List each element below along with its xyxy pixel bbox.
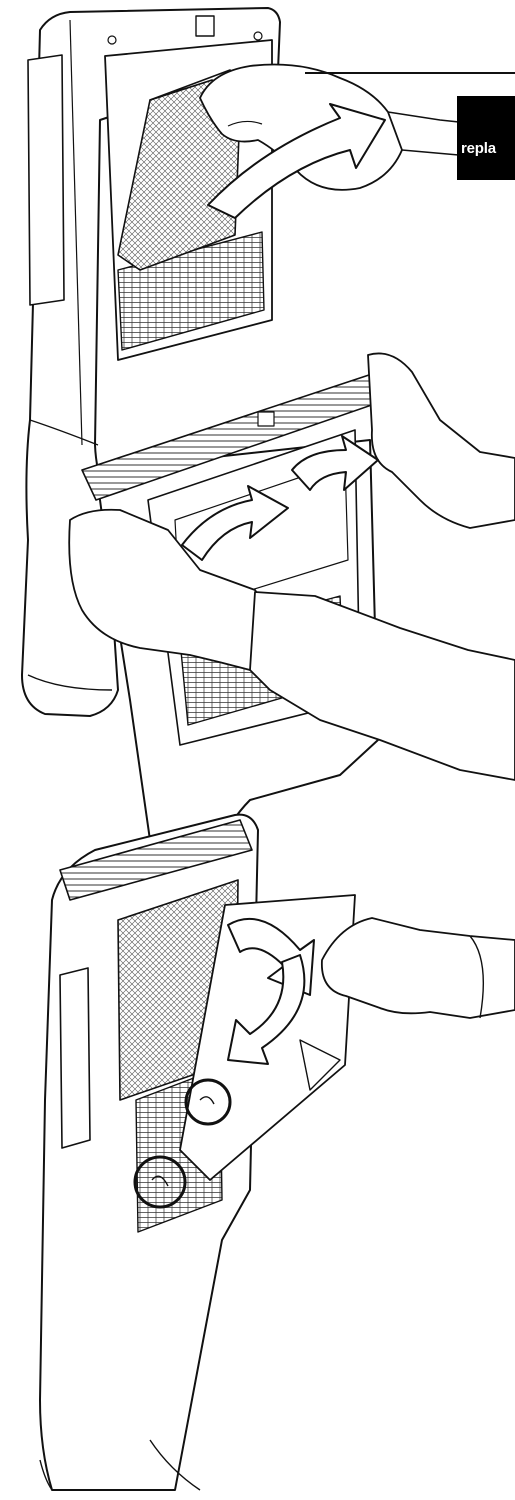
hand-3 (322, 918, 515, 1018)
step-3-illustration (40, 815, 515, 1490)
step-2-illustration (69, 353, 515, 870)
callout-label: repla (457, 96, 515, 180)
hand-2-right (368, 353, 515, 528)
callout-label-text: repla (461, 140, 496, 157)
callout-leader-line (305, 72, 515, 74)
